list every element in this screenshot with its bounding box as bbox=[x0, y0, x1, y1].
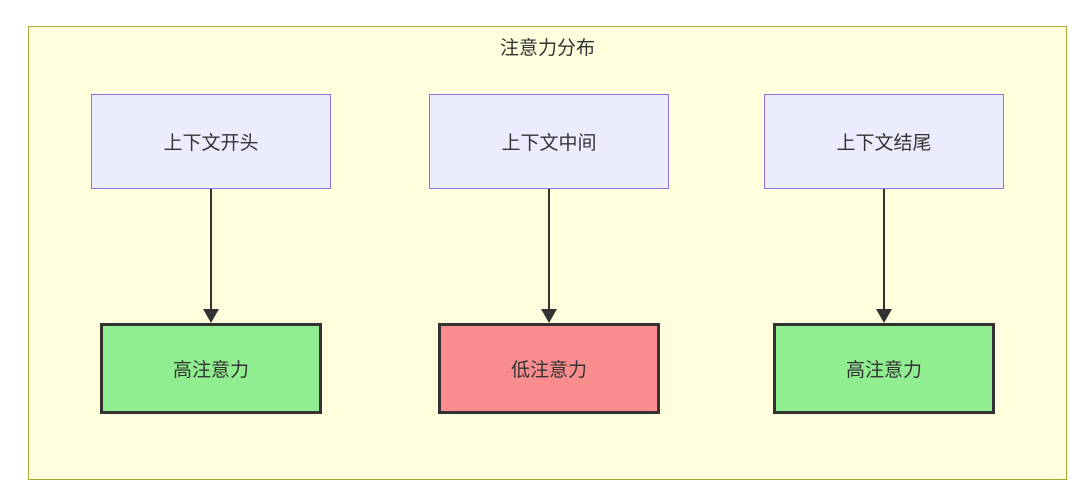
node-label: 上下文结尾 bbox=[836, 133, 932, 154]
column-context-start: 上下文开头 高注意力 bbox=[86, 94, 336, 414]
node-context-end: 上下文结尾 bbox=[764, 94, 1004, 189]
arrowhead-icon bbox=[203, 309, 219, 323]
arrowhead-icon bbox=[541, 309, 557, 323]
arrow-down-icon bbox=[876, 189, 892, 323]
arrow-down-icon bbox=[541, 189, 557, 323]
diagram-title: 注意力分布 bbox=[499, 38, 595, 59]
node-label: 上下文开头 bbox=[163, 133, 259, 154]
arrowhead-icon bbox=[876, 309, 892, 323]
node-high-attention-start: 高注意力 bbox=[100, 323, 322, 414]
arrow-shaft bbox=[548, 189, 550, 309]
node-high-attention-end: 高注意力 bbox=[773, 323, 995, 414]
column-context-middle: 上下文中间 低注意力 bbox=[424, 94, 674, 414]
column-context-end: 上下文结尾 高注意力 bbox=[759, 94, 1009, 414]
arrow-down-icon bbox=[203, 189, 219, 323]
arrow-shaft bbox=[883, 189, 885, 309]
node-label: 低注意力 bbox=[510, 360, 587, 381]
arrow-shaft bbox=[210, 189, 212, 309]
attention-distribution-group: 注意力分布 上下文开头 高注意力 上下文中间 低注意力 bbox=[28, 26, 1067, 480]
node-label: 上下文中间 bbox=[501, 133, 597, 154]
node-context-middle: 上下文中间 bbox=[429, 94, 669, 189]
node-context-start: 上下文开头 bbox=[91, 94, 331, 189]
node-low-attention-middle: 低注意力 bbox=[438, 323, 660, 414]
node-label: 高注意力 bbox=[845, 360, 922, 381]
node-label: 高注意力 bbox=[172, 360, 249, 381]
